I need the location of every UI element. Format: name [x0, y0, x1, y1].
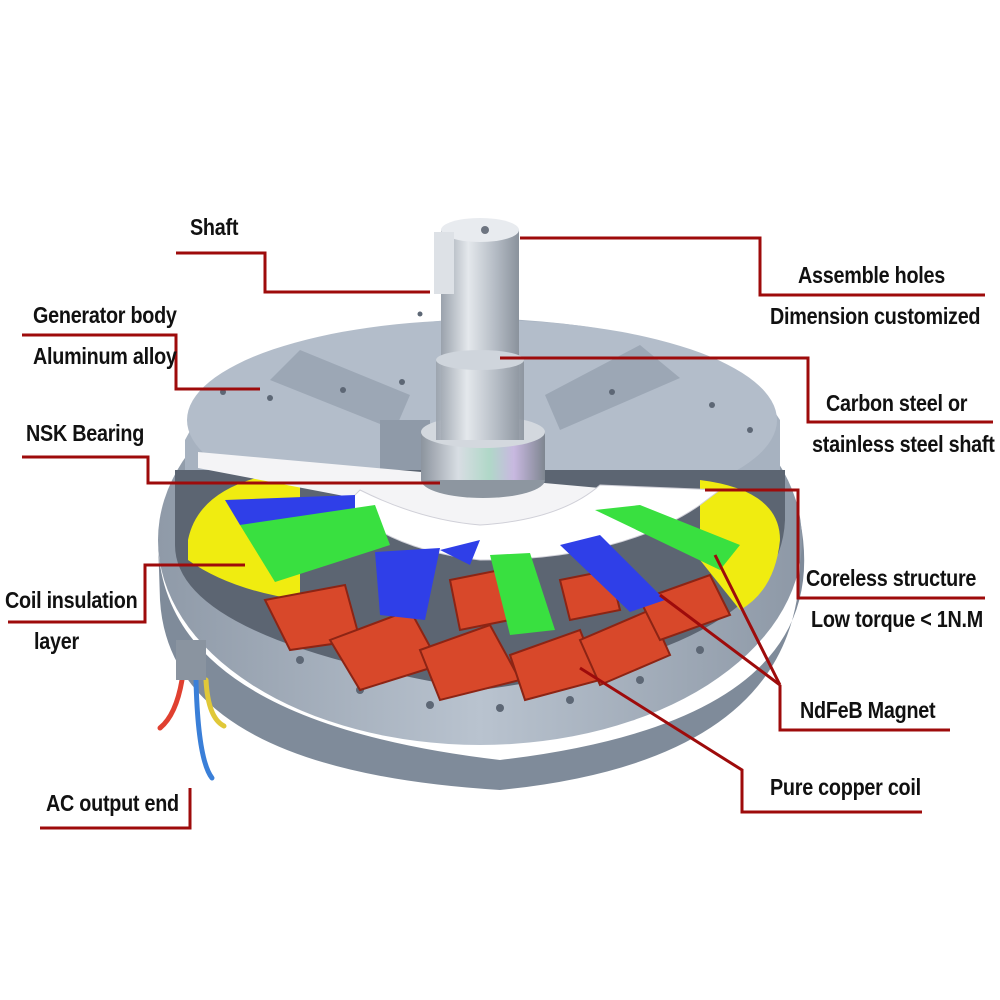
- label-layer: layer: [34, 628, 79, 654]
- leader-ac-output: [40, 788, 192, 830]
- leader-ndfeb-magnet: [778, 685, 950, 732]
- assemble-hole-icon: [481, 226, 489, 234]
- leader-magnet-b: [659, 593, 781, 687]
- leader-pure-copper-coil: [579, 666, 922, 814]
- label-ac-output-end: AC output end: [46, 790, 179, 816]
- label-coil-insulation: Coil insulation: [5, 587, 138, 613]
- ndfeb-magnets: [225, 495, 740, 635]
- leader-shaft: [176, 251, 430, 294]
- copper-coils: [263, 568, 732, 702]
- leader-lines: [8, 236, 993, 830]
- ac-output-wires: [157, 677, 227, 781]
- label-shaft: Shaft: [190, 214, 239, 240]
- label-pure-copper-coil: Pure copper coil: [770, 774, 921, 800]
- leader-generator-body: [22, 333, 260, 391]
- leader-magnet-a: [713, 554, 782, 686]
- label-nsk-bearing: NSK Bearing: [26, 420, 145, 446]
- label-low-torque: Low torque < 1N.M: [811, 606, 983, 632]
- label-carbon-steel: Carbon steel or: [826, 390, 968, 416]
- label-stainless-shaft: stainless steel shaft: [812, 431, 995, 457]
- leader-coreless-structure: [705, 488, 985, 600]
- label-assemble-holes: Assemble holes: [798, 262, 946, 288]
- shaft: [434, 218, 524, 440]
- leader-coil-insulation: [8, 563, 245, 624]
- label-generator-body: Generator body: [33, 302, 177, 328]
- leader-carbon-steel-shaft: [500, 356, 993, 424]
- rotor-disc: [198, 452, 600, 540]
- label-aluminum-alloy: Aluminum alloy: [33, 343, 177, 369]
- leader-nsk-bearing: [22, 455, 440, 485]
- label-dimension-customized: Dimension customized: [770, 303, 981, 329]
- label-coreless-structure: Coreless structure: [806, 565, 977, 591]
- label-ndfeb-magnet: NdFeB Magnet: [800, 697, 936, 723]
- wire-outlet: [176, 640, 206, 680]
- leader-assemble-holes: [520, 236, 985, 297]
- cutaway-interior: [175, 452, 785, 702]
